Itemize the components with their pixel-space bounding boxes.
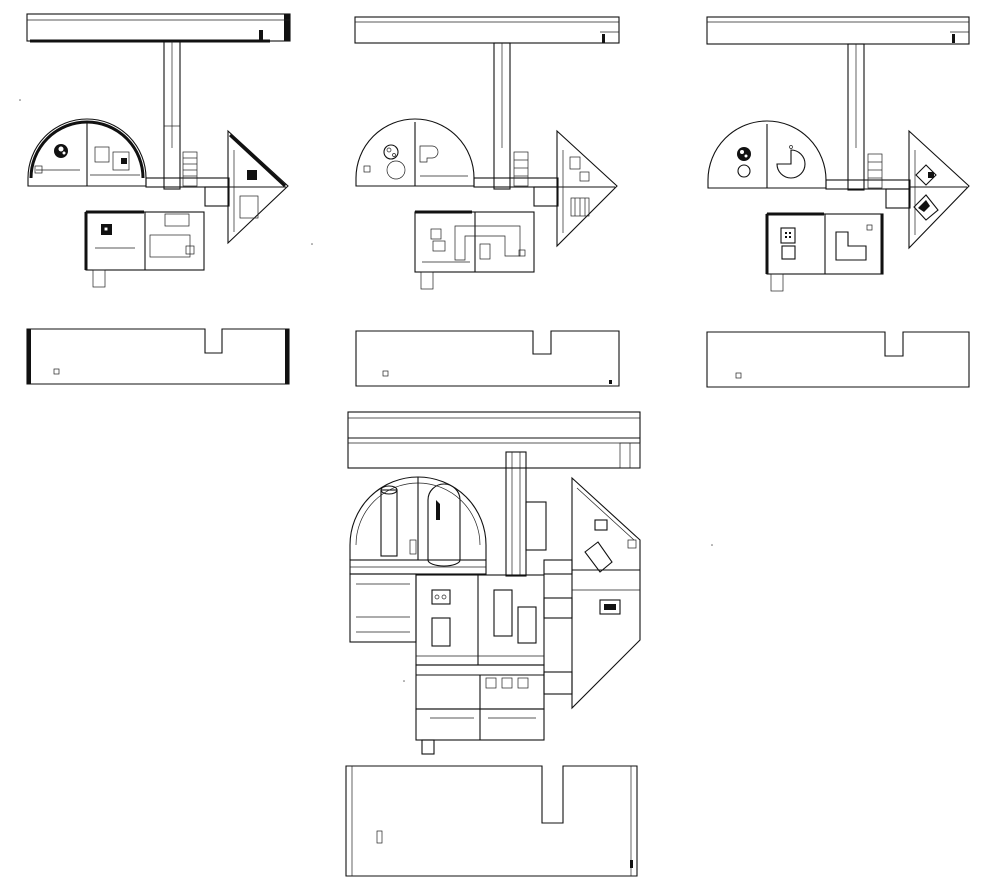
vertical-corridor: [493, 42, 511, 190]
triangle-pavilion: [908, 129, 970, 250]
section-strip-3: [706, 331, 970, 388]
semicircle-pavilion: [349, 476, 487, 643]
triangle-pavilion: [227, 129, 289, 245]
triangle-pavilion: [556, 129, 618, 248]
square-pavilion: [415, 574, 545, 755]
section-strip-4: [345, 765, 638, 877]
section-strip-2: [355, 330, 620, 387]
semicircle-pavilion: [27, 118, 147, 187]
square-pavilion: [84, 210, 205, 288]
plan-level-2: [354, 16, 620, 387]
link-bridge: [543, 559, 573, 695]
section-strip-1: [26, 328, 290, 385]
top-bar-wing: [26, 13, 291, 43]
vertical-corridor: [505, 451, 547, 577]
semicircle-pavilion: [355, 118, 475, 187]
top-bar-wing: [354, 16, 620, 44]
vertical-corridor: [847, 43, 865, 191]
link-bridge: [825, 153, 911, 209]
square-pavilion: [765, 212, 884, 292]
vertical-corridor: [163, 40, 181, 190]
triangle-pavilion: [571, 476, 641, 710]
top-bar-wing: [347, 411, 641, 469]
link-bridge: [145, 151, 230, 207]
axonometric: [345, 411, 641, 877]
plan-level-3: [706, 16, 970, 388]
square-pavilion: [414, 210, 535, 290]
plan-level-1: [26, 13, 291, 385]
link-bridge: [473, 151, 559, 207]
top-bar-wing: [706, 16, 970, 45]
semicircle-pavilion: [707, 120, 827, 189]
paper-specks: [19, 99, 713, 682]
